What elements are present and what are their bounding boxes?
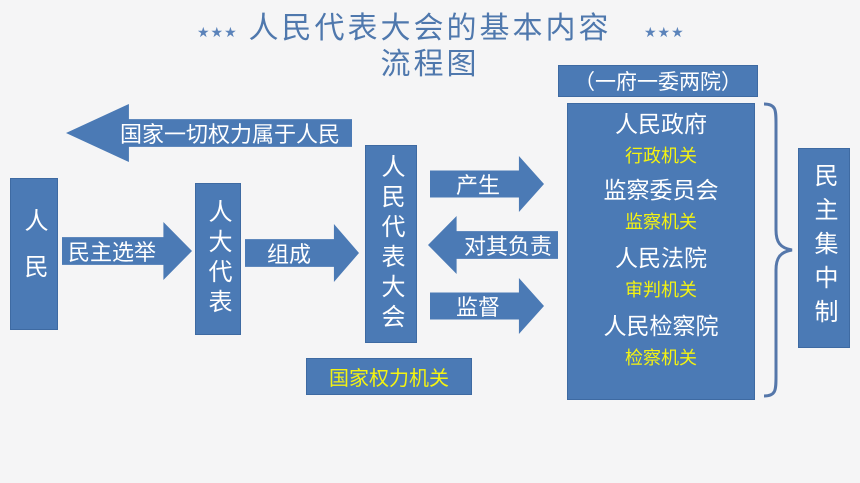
arrow-power-belongs-to-people: 国家一切权力属于人民	[66, 104, 352, 162]
organ-government: 人民政府 行政机关	[615, 108, 707, 178]
arrow-produce: 产生	[430, 156, 544, 212]
stars-left-icon: ★★★	[197, 25, 238, 41]
arrow-responsible: 对其负责	[428, 216, 558, 274]
organ-name: 人民法院	[615, 246, 707, 272]
arrow-supervise: 监督	[430, 278, 544, 334]
header-box: （一府一委两院）	[558, 65, 758, 97]
organ-role: 监察机关	[625, 212, 697, 233]
people-box: 人民	[10, 178, 58, 330]
power-organ-label: 国家权力机关	[329, 366, 449, 390]
organ-name: 人民检察院	[603, 314, 719, 340]
power-organ-box: 国家权力机关	[306, 358, 472, 395]
organ-role: 审判机关	[625, 280, 697, 301]
arrow-responsible-label: 对其负责	[463, 235, 552, 260]
arrow-produce-label: 产生	[456, 174, 501, 199]
organ-name: 监察委员会	[603, 178, 719, 204]
congress-label: 人民代表大会	[377, 154, 405, 334]
organ-name: 人民政府	[615, 112, 707, 138]
arrow-democratic-election: 民主选举	[62, 222, 192, 280]
arrow-elect-label: 民主选举	[68, 241, 157, 266]
organ-procuratorate: 人民检察院 检察机关	[604, 310, 719, 378]
right-brace-icon	[763, 102, 793, 398]
organ-role: 行政机关	[625, 146, 697, 167]
deputies-box: 人大代表	[195, 183, 241, 335]
centralism-box: 民主集中制	[798, 148, 850, 348]
centralism-label: 民主集中制	[810, 163, 838, 333]
organs-box: 人民政府 行政机关 监察委员会 监察机关 人民法院 审判机关 人民检察院 检察机…	[567, 103, 755, 400]
header-label: （一府一委两院）	[574, 70, 742, 94]
people-label: 人民	[20, 208, 48, 300]
organ-role: 检察机关	[625, 348, 697, 369]
diagram-title: 人民代表大会的基本内容	[248, 11, 612, 46]
organ-court: 人民法院 审判机关	[615, 242, 707, 310]
arrow-top-label: 国家一切权力属于人民	[119, 123, 340, 148]
organ-supervisory-commission: 监察委员会 监察机关	[604, 174, 719, 242]
deputies-label: 人大代表	[204, 199, 232, 319]
arrow-supervise-label: 监督	[456, 296, 501, 321]
diagram-subtitle: 流程图	[380, 47, 480, 82]
arrow-form: 组成	[245, 224, 359, 282]
congress-box: 人民代表大会	[365, 145, 417, 343]
arrow-form-label: 组成	[267, 243, 312, 268]
stars-right-icon: ★★★	[644, 25, 685, 41]
